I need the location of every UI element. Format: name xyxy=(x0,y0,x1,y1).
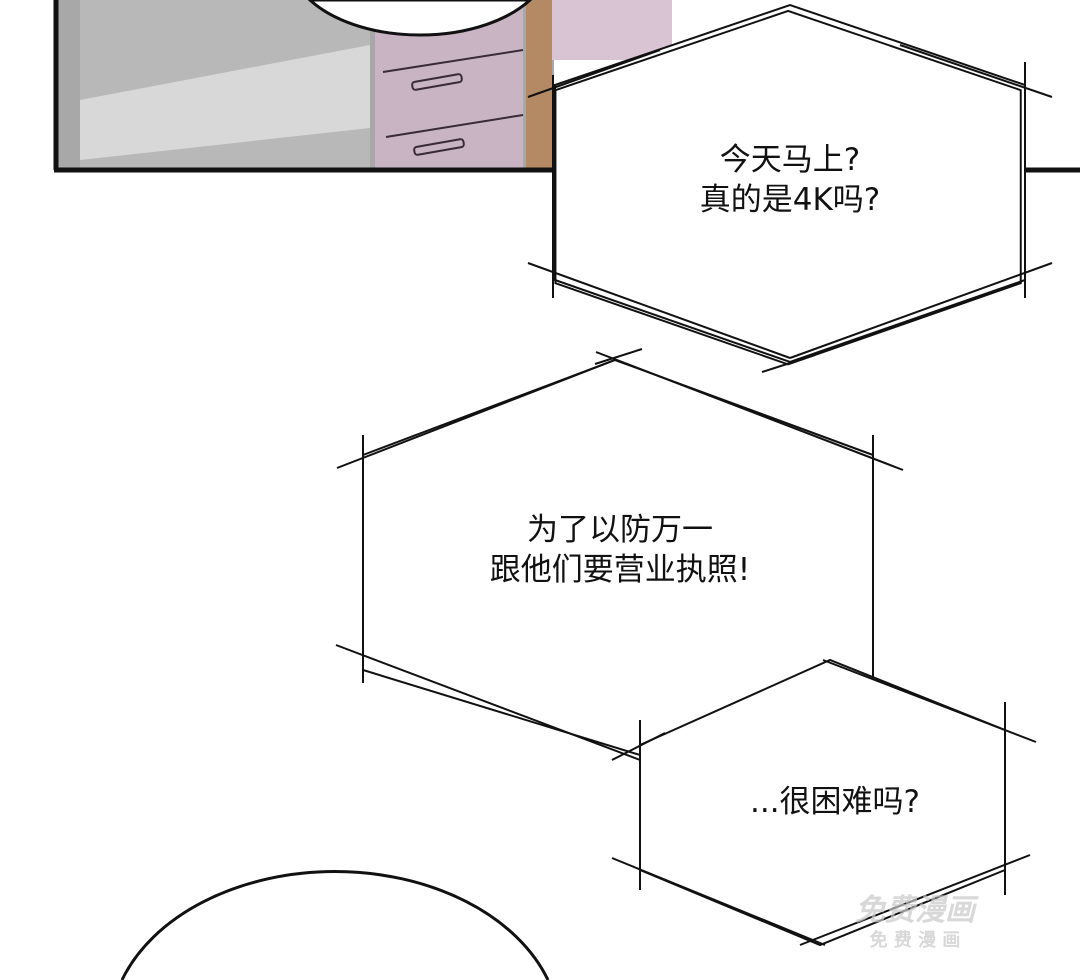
speech-bubble-1-text: 今天马上? 真的是4K吗? xyxy=(650,140,930,220)
speech-bubble-4-shape xyxy=(120,870,550,980)
watermark-line: 免 费 漫 画 xyxy=(869,930,961,951)
watermark: 免费漫画 免 费 漫 画 xyxy=(820,893,1010,953)
speech-bubble-1-shape xyxy=(527,3,1053,373)
bubble-line: ...很困难吗? xyxy=(749,784,920,820)
bubble-line: 今天马上? xyxy=(719,142,861,178)
speech-bubble-3-shape xyxy=(611,658,1037,947)
speech-bubble-3-text: ...很困难吗? xyxy=(700,782,970,822)
bubble-line: 跟他们要营业执照! xyxy=(489,552,751,588)
bubble-line: 为了以防万一 xyxy=(527,512,713,548)
bubble-line: 真的是4K吗? xyxy=(699,182,881,218)
speech-bubble-2-shape xyxy=(335,348,904,761)
watermark-line: 免费漫画 xyxy=(855,893,975,928)
top-oval-bubble xyxy=(307,0,533,37)
speech-bubble-2-text: 为了以防万一 跟他们要营业执照! xyxy=(420,510,820,590)
